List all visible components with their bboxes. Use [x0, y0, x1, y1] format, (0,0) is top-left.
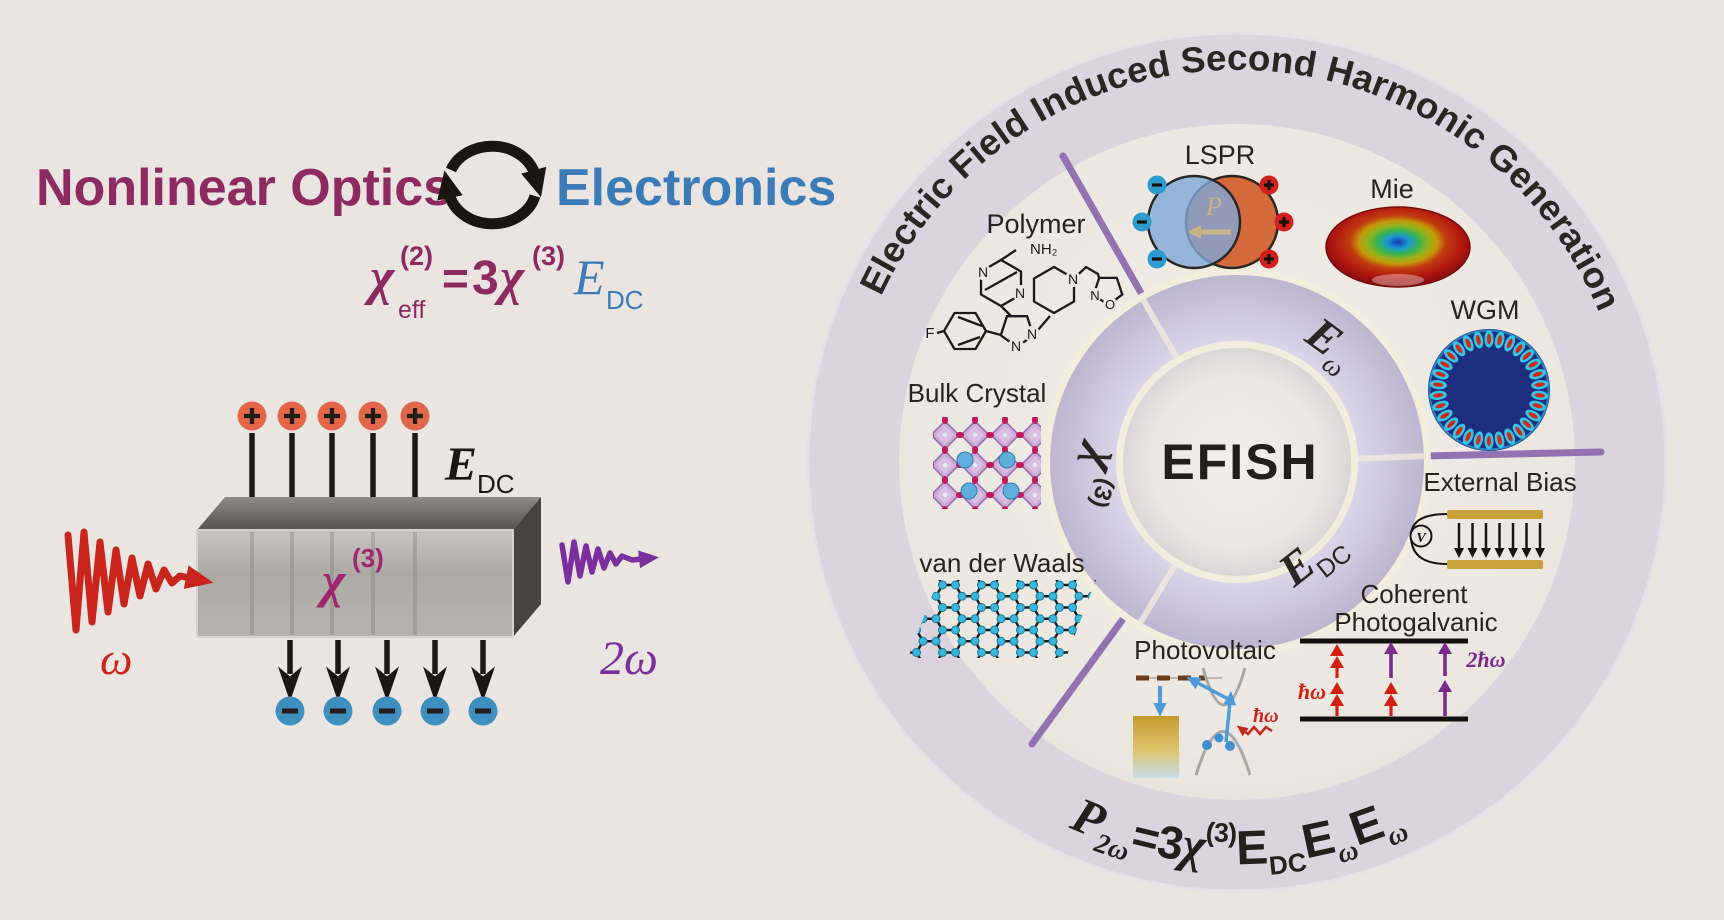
device-E-sub-DC: DC: [477, 469, 515, 499]
wgm-label: WGM: [1451, 295, 1520, 325]
polarization-arrow: [1188, 225, 1201, 239]
cation-spheres: [956, 451, 1020, 500]
pv-hw-label: ħω: [1253, 705, 1279, 727]
left-panel: Nonlinear Optics Electronics χ (2) eff =…: [36, 140, 836, 726]
atom-n-4: N: [1011, 338, 1021, 354]
formula-sub-eff: eff: [398, 296, 425, 324]
positive-badges: [1259, 175, 1294, 269]
cpg-hw-label: ħω: [1298, 679, 1326, 704]
formula-E: E: [573, 249, 605, 305]
efish-wheel: EFISH E ω χ (3) E DC Electric Field Indu…: [806, 31, 1668, 893]
center-efish-label: EFISH: [1161, 434, 1318, 490]
atom-n-6: N: [1090, 288, 1099, 303]
cpg-2hw-label: 2ħω: [1465, 647, 1505, 672]
cpg-label-1: Coherent: [1361, 579, 1469, 609]
formula-chi: χ: [364, 249, 396, 306]
coherent-photogalvanic-icon: Coherent Photogalvanic ħω 2ħω: [1298, 579, 1506, 722]
top-electrode: [1447, 510, 1543, 519]
device-E-label: E: [444, 438, 477, 491]
sector-dividers: [1028, 152, 1605, 748]
negative-badges: [1132, 175, 1167, 269]
ring-segment-lines: [1136, 296, 1428, 627]
bf-subDC: DC: [1267, 846, 1308, 881]
voltage-source-label: V: [1416, 531, 1427, 546]
bulk-crystal-label: Bulk Crystal: [908, 378, 1047, 408]
center-circle: [1123, 348, 1351, 576]
bf-eq: =3: [1127, 809, 1188, 870]
polymer-icon: Polymer N N N: [925, 209, 1124, 354]
perovskite-lattice: [933, 417, 1041, 509]
group-nh2: NH₂: [1030, 241, 1058, 258]
atom-n-2: N: [1015, 285, 1025, 301]
slab-chi3-sup: (3): [352, 543, 384, 573]
atom-o: O: [1105, 297, 1115, 312]
formula-coef: 3: [472, 252, 499, 305]
atom-n-1: N: [978, 264, 988, 280]
bf-E1: E: [1235, 821, 1269, 875]
lspr-polarization-label: P: [1205, 192, 1222, 221]
photovoltaic-label: Photovoltaic: [1134, 635, 1276, 665]
two-omega-out-label: 2ω: [600, 632, 658, 685]
title-electronics: Electronics: [556, 159, 836, 217]
cycle-arrows-icon: [437, 140, 547, 230]
polymer-heteroatoms: N N N N N N O NH₂ F: [925, 241, 1117, 354]
omega-in-label: ω: [100, 633, 132, 684]
divider-right: [1420, 448, 1605, 460]
divider-top-left: [1059, 152, 1157, 318]
wgm-icon: WGM: [1428, 295, 1550, 451]
field-arrows-bottom: [277, 640, 496, 702]
positive-charges: [237, 401, 430, 431]
negative-charges: [275, 696, 498, 726]
crystal-slab: χ (3): [196, 497, 541, 638]
formula-sup-3: (3): [532, 241, 565, 271]
electrons: [1202, 733, 1235, 751]
bulk-crystal-icon: Bulk Crystal: [908, 378, 1047, 509]
bf-sup3: (3): [1205, 817, 1237, 848]
van-der-waals-icon: van der Waals: [908, 548, 1096, 658]
voltage-source: [1409, 524, 1433, 548]
graphene-lattice: [908, 580, 1096, 658]
cpg-label-2: Photogalvanic: [1334, 607, 1497, 637]
mie-icon: Mie: [1325, 174, 1471, 288]
photovoltaic-icon: Photovoltaic ħω: [1133, 635, 1279, 778]
divider-bottom-left: [1028, 604, 1135, 748]
formula-chi-eff: χ (2) eff = 3 χ (3) E DC: [364, 241, 644, 324]
atom-n-3: N: [1027, 326, 1037, 342]
atom-f: F: [925, 325, 934, 342]
formula-sub-DC: DC: [606, 285, 644, 315]
polymer-label: Polymer: [986, 209, 1085, 239]
title-nonlinear-optics: Nonlinear Optics: [36, 159, 452, 217]
lspr-icon: LSPR P: [1132, 140, 1294, 270]
shg-wave-icon: [559, 539, 659, 585]
external-bias-label: External Bias: [1423, 467, 1576, 497]
efish-device: E DC χ (3): [64, 401, 659, 726]
mie-label: Mie: [1370, 174, 1414, 204]
slab-chi3-label: χ: [316, 552, 347, 608]
bottom-electrode: [1447, 560, 1543, 569]
formula-chi3: χ: [494, 249, 526, 306]
one-photon-arrows: [1330, 644, 1398, 716]
pump-wave-icon: [64, 528, 214, 634]
formula-equals: =: [442, 252, 469, 304]
formula-sup-2: (2): [400, 241, 433, 271]
vdw-label: van der Waals: [919, 548, 1084, 578]
electrode-block: [1133, 716, 1179, 778]
atom-n-5: N: [1068, 271, 1078, 287]
external-bias-icon: External Bias V: [1409, 467, 1577, 569]
bias-field-arrows: [1454, 523, 1545, 558]
two-photon-arrows: [1384, 642, 1452, 716]
lspr-label: LSPR: [1185, 140, 1256, 170]
